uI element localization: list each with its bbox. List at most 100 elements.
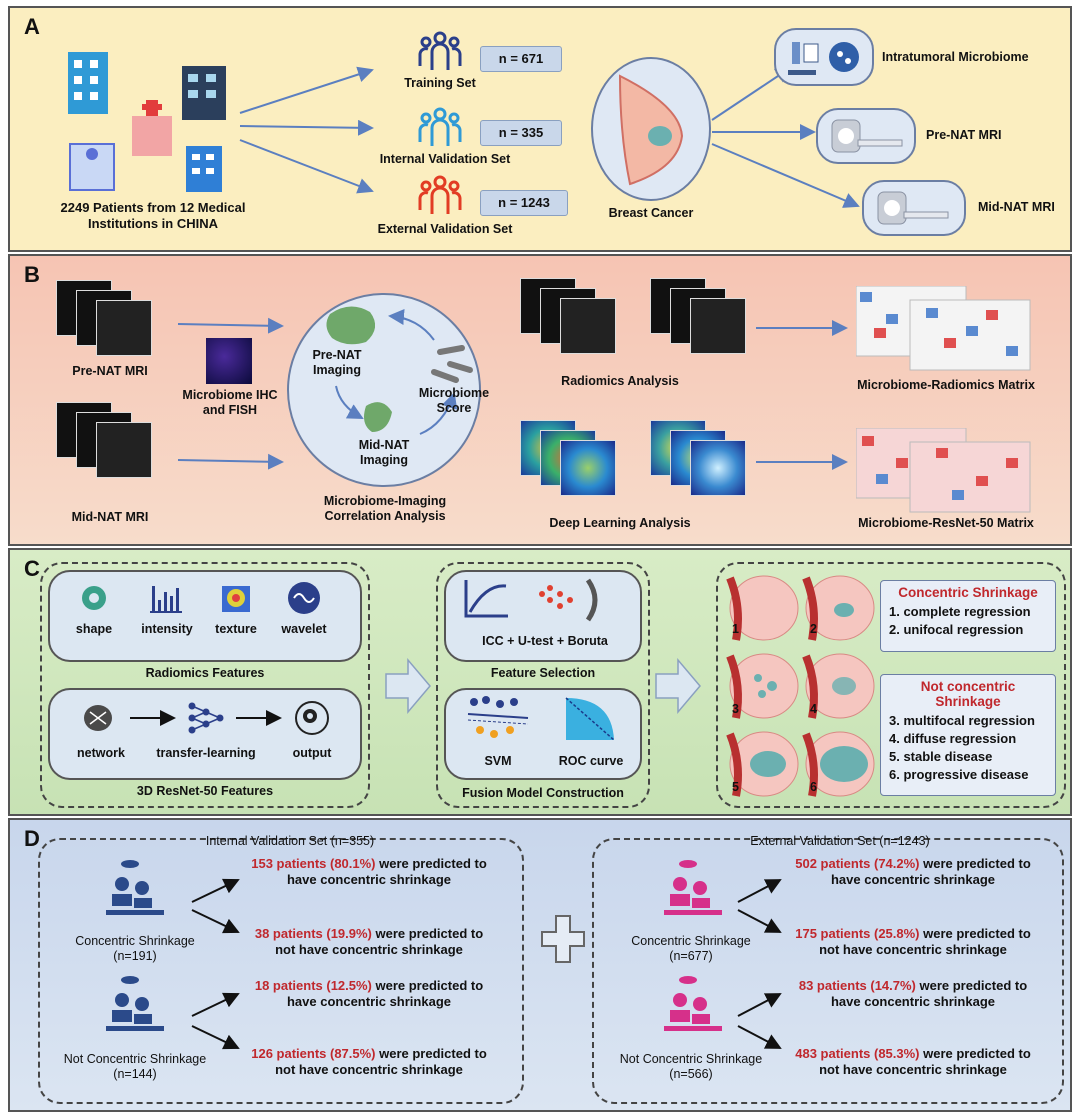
concentric-title: Concentric Shrinkage bbox=[898, 585, 1038, 600]
mri-scanner-icon bbox=[831, 119, 903, 153]
neural-net-icon bbox=[188, 702, 224, 734]
concentric-box: Concentric Shrinkage 1. complete regress… bbox=[880, 580, 1056, 652]
panel-a-arrows bbox=[239, 66, 860, 208]
external-title: External Validation Set (n=1243) bbox=[750, 834, 930, 848]
external-group1-name: Concentric Shrinkage bbox=[631, 934, 751, 948]
network-label: network bbox=[77, 746, 125, 760]
texture-label: texture bbox=[215, 622, 257, 636]
resnet-matrix-icon bbox=[856, 428, 1031, 513]
panel-a: A 2249 Patients from 12 Medical Institut… bbox=[8, 6, 1072, 252]
icc-label: ICC bbox=[482, 634, 504, 648]
internal-group1-label: Concentric Shrinkage (n=191) bbox=[50, 934, 220, 964]
intratumoral-label: Intratumoral Microbiome bbox=[882, 50, 1029, 64]
tumor-icons bbox=[726, 575, 875, 797]
selection-icons bbox=[464, 578, 598, 622]
mri-scanner-icon-2 bbox=[877, 191, 949, 225]
ihc-fish-label: Microbiome IHC and FISH bbox=[182, 388, 278, 417]
feature-extraction-group bbox=[40, 562, 370, 808]
intensity-icon bbox=[150, 586, 182, 613]
plus-sign: + bbox=[507, 634, 515, 648]
svm-label: SVM bbox=[484, 754, 512, 768]
deep-learning-label: Deep Learning Analysis bbox=[549, 516, 691, 530]
tumor-number: 6 bbox=[810, 780, 817, 794]
boruta-label: Boruta bbox=[567, 634, 608, 648]
not-concentric-item: 4. diffuse regression bbox=[889, 731, 1017, 746]
panel-b-letter: B bbox=[24, 262, 40, 287]
heatmap-slice bbox=[690, 440, 746, 496]
internal-group1-n: (n=191) bbox=[113, 949, 157, 963]
panel-a-letter: A bbox=[24, 14, 40, 39]
tumor-number: 1 bbox=[732, 622, 739, 636]
external-group2-label: Not Concentric Shrinkage (n=566) bbox=[596, 1052, 786, 1082]
selection-methods: ICC + U-test + Boruta bbox=[450, 634, 640, 648]
radiomics-matrix-icon bbox=[856, 286, 1031, 371]
fusion-label: Fusion Model Construction bbox=[462, 786, 624, 800]
external-validation-group bbox=[592, 838, 1064, 1104]
model-group bbox=[436, 562, 650, 808]
microscope-icon bbox=[788, 42, 859, 75]
external-n: n = 1243 bbox=[480, 190, 568, 216]
resnet-features-label: 3D ResNet-50 Features bbox=[136, 784, 274, 798]
people-icon-external bbox=[418, 175, 462, 214]
radiomics-slice bbox=[560, 298, 616, 354]
external-set-label: External Validation Set bbox=[377, 222, 513, 236]
concentric-item: 2. unifocal regression bbox=[889, 622, 1024, 637]
tumor-number: 5 bbox=[732, 780, 739, 794]
training-n: n = 671 bbox=[480, 46, 562, 72]
internal-group2-label: Not Concentric Shrinkage (n=144) bbox=[40, 1052, 230, 1082]
people-icon-internal bbox=[418, 107, 462, 146]
texture-icon bbox=[222, 586, 250, 612]
mid-nat-imaging-label: Mid-NAT Imaging bbox=[358, 438, 410, 467]
gear-icon bbox=[295, 701, 329, 735]
roc-label: ROC curve bbox=[558, 754, 624, 768]
not-concentric-item: 3. multifocal regression bbox=[889, 713, 1035, 728]
radiomics-features-label: Radiomics Features bbox=[145, 666, 265, 680]
shape-icon bbox=[82, 586, 106, 610]
breast-cancer-label: Breast Cancer bbox=[608, 206, 694, 220]
brain-network-icon bbox=[84, 705, 112, 731]
plus-sign-2: + bbox=[556, 634, 565, 648]
transfer-learning-label: transfer-learning bbox=[156, 746, 256, 760]
heatmap-slice bbox=[560, 440, 616, 496]
external-group2-n: (n=566) bbox=[669, 1067, 713, 1081]
not-concentric-title: Not concentric Shrinkage bbox=[920, 679, 1016, 709]
mid-mri-slice bbox=[96, 422, 152, 478]
shape-label: shape bbox=[75, 622, 113, 636]
internal-group2-name: Not Concentric Shrinkage bbox=[63, 1052, 207, 1066]
matrix1-label: Microbiome-Radiomics Matrix bbox=[857, 378, 1035, 392]
mid-nat-mri-label: Mid-NAT MRI bbox=[978, 200, 1055, 214]
tumor-number: 2 bbox=[810, 622, 817, 636]
panel-b-diagram bbox=[177, 293, 848, 487]
internal-group1-name: Concentric Shrinkage bbox=[75, 934, 195, 948]
radiomics-slice bbox=[690, 298, 746, 354]
panel-d-letter: D bbox=[24, 826, 40, 851]
resnet-arrows bbox=[130, 657, 701, 726]
correlation-label: Microbiome-Imaging Correlation Analysis bbox=[323, 494, 447, 523]
pre-mri-slice bbox=[96, 300, 152, 356]
wavelet-label: wavelet bbox=[281, 622, 327, 636]
internal-set-label: Internal Validation Set bbox=[379, 152, 511, 166]
mid-nat-mri-label: Mid-NAT MRI bbox=[71, 510, 149, 524]
tumor-number: 4 bbox=[810, 702, 817, 716]
breast-cancer-icon bbox=[591, 57, 711, 201]
patients-label: 2249 Patients from 12 Medical Institutio… bbox=[60, 200, 246, 231]
pre-nat-mri-label: Pre-NAT MRI bbox=[926, 128, 1002, 142]
external-group2-name: Not Concentric Shrinkage bbox=[619, 1052, 763, 1066]
response-group bbox=[716, 562, 1066, 808]
panel-c: C shape intensity texture wavelet Radiom… bbox=[8, 548, 1072, 816]
wavelet-icon bbox=[288, 582, 320, 614]
pre-nat-imaging-label: Pre-NAT Imaging bbox=[312, 348, 362, 377]
output-label: output bbox=[292, 746, 332, 760]
concentric-item: 1. complete regression bbox=[889, 604, 1031, 619]
not-concentric-box: Not concentric Shrinkage 3. multifocal r… bbox=[880, 674, 1056, 796]
people-icon-training bbox=[418, 31, 462, 70]
panel-b: B Pre-NAT MRI Mid-NAT MRI Microbiome IHC… bbox=[8, 254, 1072, 546]
svm-icon bbox=[467, 696, 529, 738]
external-group1-n: (n=677) bbox=[669, 949, 713, 963]
